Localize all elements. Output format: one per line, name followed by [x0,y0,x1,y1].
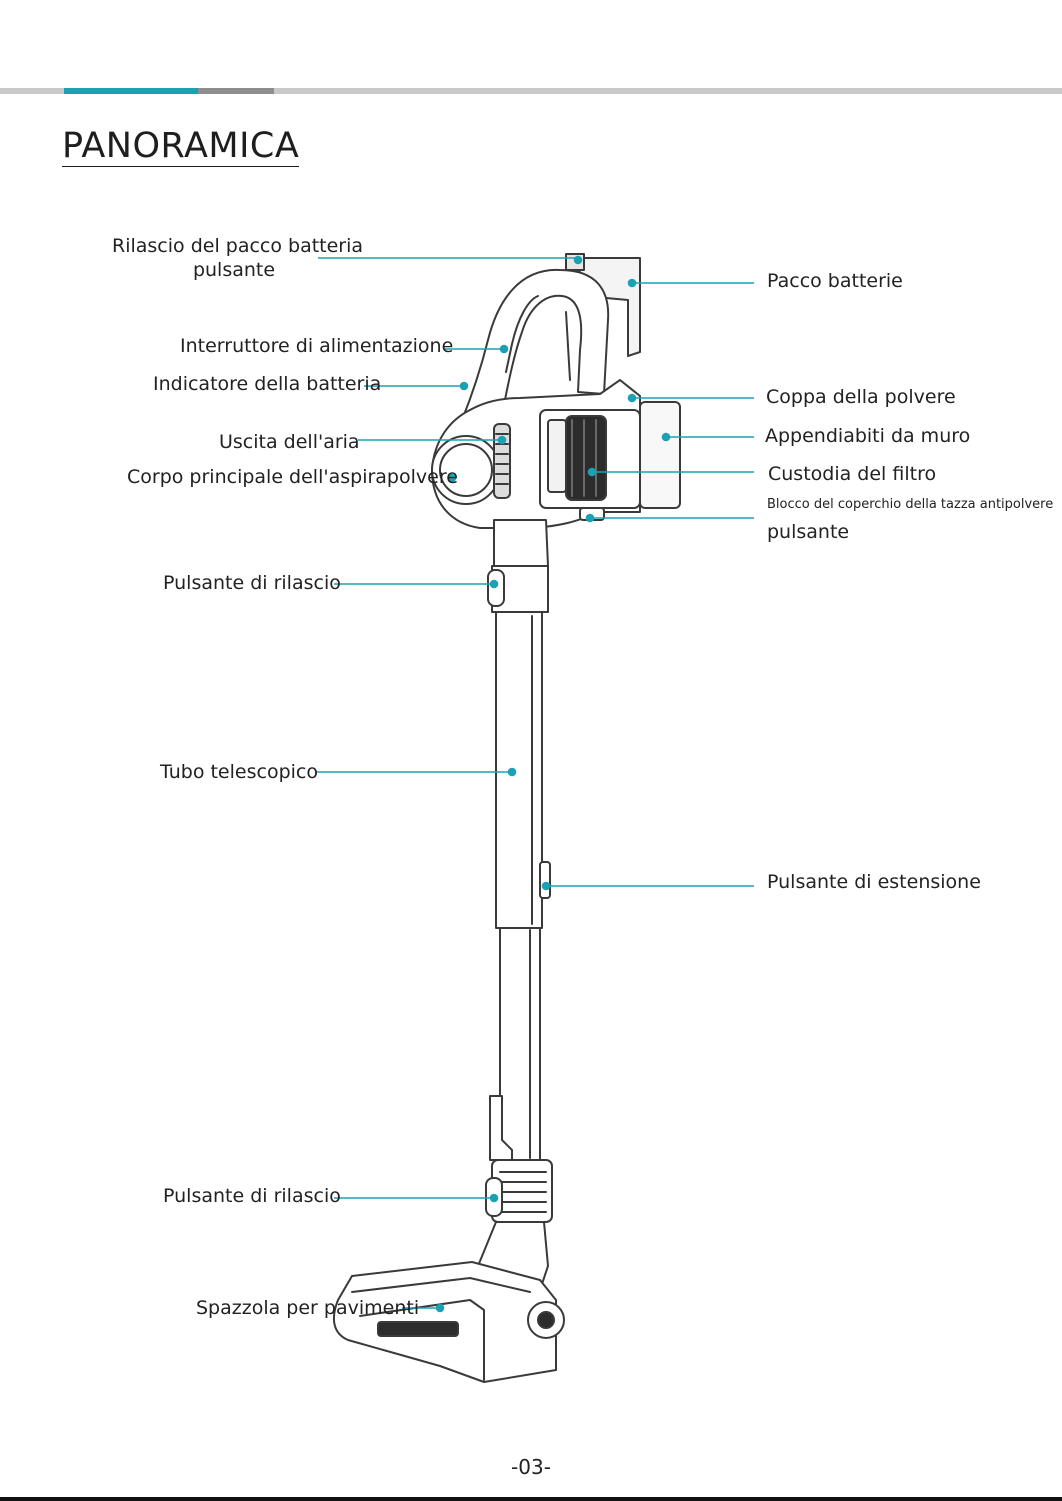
header-rule [0,88,1062,94]
label-telescopic-tube: Tubo telescopico [160,761,318,783]
label-battery-release-line1: Rilascio del pacco batteria [112,235,364,257]
label-release-button-top: Pulsante di rilascio [163,572,341,594]
label-main-body: Corpo principale dell'aspirapolvere [127,466,458,488]
label-dust-cup: Coppa della polvere [766,386,956,408]
callout-lines [316,255,754,1313]
label-power-switch: Interruttore di alimentazione [180,335,454,357]
label-filter-housing: Custodia del filtro [768,463,937,485]
page-title: PANORAMICA [62,126,300,167]
label-dust-cup-lock-line1: Blocco del coperchio della tazza antipol… [767,497,1054,512]
header-rule-accent [64,88,198,94]
bottom-rule [0,1497,1062,1501]
vacuum-illustration [332,253,681,1383]
label-extension-button: Pulsante di estensione [767,871,981,893]
label-wall-hanger: Appendiabiti da muro [765,425,971,447]
page-number: -03- [511,1455,551,1479]
label-air-outlet: Uscita dell'aria [219,431,360,453]
label-battery-pack: Pacco batterie [767,270,903,292]
label-release-button-bottom: Pulsante di rilascio [163,1185,341,1207]
label-battery-release: Rilascio del pacco batteria pulsante [112,234,364,282]
label-dust-cup-lock-line2: pulsante [767,521,850,543]
header-rule-dark [198,88,274,94]
label-floor-brush: Spazzola per pavimenti [196,1297,420,1319]
label-battery-indicator: Indicatore della batteria [153,373,382,395]
label-battery-release-line2: pulsante [192,259,276,281]
